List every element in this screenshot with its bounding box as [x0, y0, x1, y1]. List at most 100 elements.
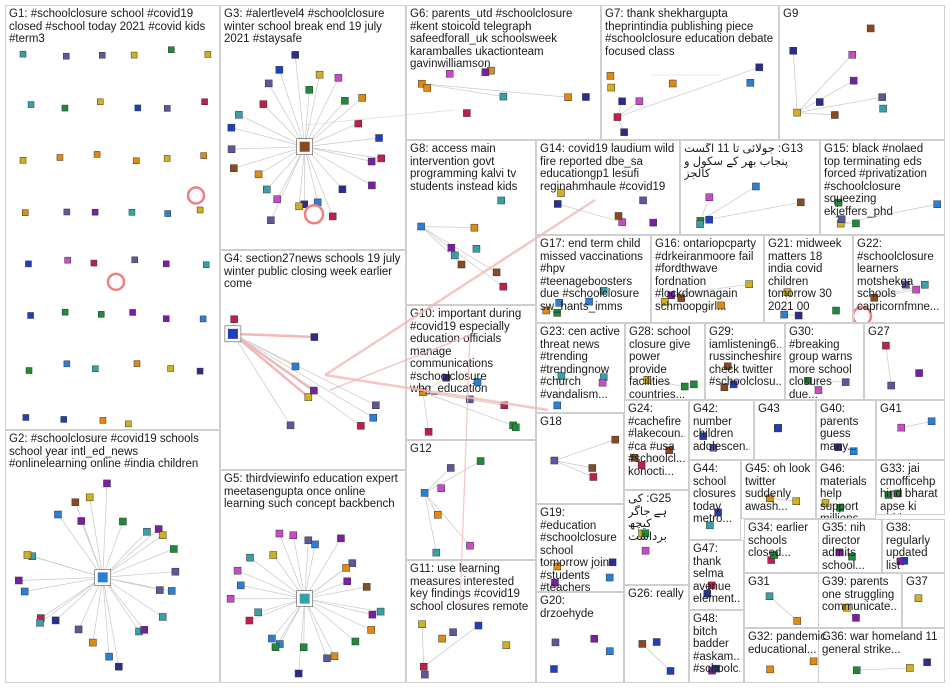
- graph-node: [474, 621, 483, 630]
- graph-node: [481, 68, 490, 76]
- graph-node: [22, 414, 30, 421]
- group-panel-g44: G44: school closures today metro...: [689, 460, 741, 540]
- group-panel-g18: G18: [536, 413, 624, 504]
- group-label-g32: G32: pandemic educational...: [748, 631, 826, 656]
- edge: [423, 625, 479, 667]
- group-panel-g7: G7: thank shekhargupta theprintindia pub…: [601, 5, 779, 140]
- edge: [89, 497, 104, 578]
- graph-node: [369, 413, 378, 422]
- graph-node: [437, 484, 445, 492]
- group-graph-g31: [765, 592, 802, 625]
- graph-node: [606, 72, 615, 80]
- graph-node: [92, 365, 99, 372]
- graph-node: [99, 51, 106, 59]
- graph-node: [914, 594, 923, 602]
- group-label-g7: G7: thank shekhargupta theprintindia pub…: [605, 8, 774, 58]
- graph-node: [668, 79, 677, 88]
- edge: [554, 439, 616, 461]
- graph-node: [103, 479, 111, 488]
- edge: [24, 576, 103, 592]
- graph-node: [286, 421, 295, 430]
- group-graph-g46: [821, 499, 844, 512]
- graph-node: [476, 457, 485, 465]
- graph-node: [606, 647, 614, 655]
- edge: [304, 598, 373, 615]
- group-panel-g8: G8: access main intervention govt progra…: [406, 140, 536, 305]
- graph-node: [62, 52, 70, 60]
- group-panel-g43: G43: [754, 400, 816, 460]
- graph-node: [665, 446, 673, 455]
- graph-node: [36, 619, 44, 627]
- edge: [249, 598, 305, 621]
- edge: [298, 598, 306, 674]
- graph-node: [432, 548, 441, 557]
- group-label-g4: G4: section27news schools 19 july winter…: [224, 253, 401, 290]
- group-label-g20: G20: drzoehyde: [540, 595, 594, 620]
- graph-node: [927, 417, 936, 426]
- graph-node: [821, 499, 830, 507]
- edge: [80, 520, 104, 578]
- graph-node: [162, 260, 170, 268]
- graph-node: [129, 309, 136, 316]
- graph-node: [418, 79, 426, 88]
- group-panel-g27: G27: [864, 323, 945, 400]
- graph-node: [492, 268, 501, 277]
- group-label-g16: G16: ontariopcparty #drkeiranmoore fail …: [655, 238, 757, 313]
- edge: [304, 598, 328, 659]
- graph-node: [878, 93, 886, 101]
- edge: [102, 548, 174, 578]
- graph-node: [61, 308, 69, 316]
- group-panel-g34: G34: earlier schools closed...: [744, 519, 832, 573]
- group-graph-g16: [661, 280, 753, 310]
- graph-node: [643, 376, 651, 384]
- edge: [231, 146, 305, 150]
- group-panel-g24: G24: #cachefire #lakecoun... #ca #usa #s…: [624, 400, 689, 490]
- graph-node: [766, 494, 774, 503]
- group-graph-g15: [834, 198, 941, 228]
- group-label-g11: G11: use learning measures interested ke…: [410, 563, 529, 613]
- edge: [40, 577, 103, 619]
- group-graph-g35: [835, 548, 856, 561]
- graph-node: [19, 157, 27, 164]
- graph-node: [497, 196, 505, 205]
- graph-node: [451, 251, 459, 260]
- graph-node: [717, 301, 725, 310]
- graph-node: [766, 665, 774, 674]
- group-panel-g35: G35: nih director admits school...: [818, 519, 882, 573]
- group-label-g23: G23: cen active threat news #trending #t…: [540, 326, 620, 401]
- group-panel-g2: G2: #schoolclosure #covid19 schools scho…: [5, 430, 220, 683]
- group-label-g35: G35: nih director admits school...: [822, 522, 866, 572]
- graph-node: [418, 620, 426, 628]
- graph-node: [330, 652, 339, 661]
- self-loop: [186, 186, 206, 205]
- edge: [792, 50, 798, 113]
- graph-node: [848, 51, 857, 59]
- graph-node: [119, 517, 127, 526]
- group-graph-g40: [834, 443, 858, 456]
- graph-node: [419, 662, 428, 671]
- graph-node: [354, 119, 362, 128]
- graph-node: [752, 182, 760, 191]
- graph-node: [89, 638, 97, 647]
- graph-node: [304, 393, 313, 401]
- graph-node: [63, 360, 71, 368]
- graph-node: [706, 521, 714, 530]
- group-graph-g42: [699, 432, 718, 452]
- edge: [102, 577, 163, 618]
- graph-node: [620, 128, 628, 136]
- graph-node: [887, 381, 895, 390]
- group-label-g28: G28: school closure give power provide f…: [629, 326, 691, 400]
- graph-node: [705, 215, 713, 224]
- group-graph-g36: [852, 658, 931, 674]
- graph-node: [227, 145, 236, 153]
- edge: [249, 557, 305, 599]
- group-panel-g5: G5: thirdviewinfo education expert meeta…: [220, 470, 406, 683]
- edge: [856, 667, 910, 671]
- graph-node: [746, 79, 755, 87]
- graph-node: [227, 123, 236, 132]
- group-label-g12: G12: [410, 443, 432, 455]
- graph-node: [125, 420, 132, 428]
- edge: [874, 289, 917, 299]
- graph-node: [835, 548, 844, 557]
- edge: [304, 123, 359, 148]
